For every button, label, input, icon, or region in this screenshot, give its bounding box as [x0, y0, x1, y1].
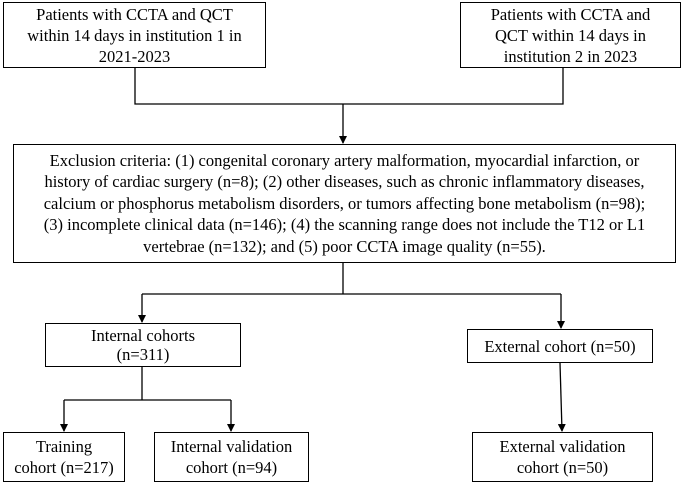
external-validation-line-2: cohort (n=50) — [516, 458, 609, 477]
internal-validation-line-2: cohort (n=94) — [185, 458, 278, 477]
inst1-line-2: within 14 days in institution 1 in — [27, 25, 242, 45]
internal-validation-box: Internal validation cohort (n=94) — [154, 432, 309, 482]
inst1-line-1: Patients with CCTA and QCT — [36, 4, 233, 24]
arrow-to-external-validation — [557, 362, 566, 432]
inst2-line-3: institution 2 in 2023 — [503, 46, 638, 66]
internal-validation-line-1: Internal validation — [170, 437, 293, 456]
internal-line-2: (n=311) — [116, 345, 170, 364]
exclusion-criteria-box: Exclusion criteria: (1) congenital coron… — [13, 144, 676, 263]
internal-line-1: Internal cohorts — [90, 326, 195, 345]
exclusion-line-2: history of cardiac surgery (n=8); (2) ot… — [44, 172, 645, 192]
exclusion-line-1: Exclusion criteria: (1) congenital coron… — [49, 150, 640, 170]
inst2-line-2: QCT within 14 days in — [495, 25, 646, 45]
training-line-1: Training — [35, 437, 93, 456]
external-validation-line-1: External validation — [499, 437, 626, 456]
external-line-1: External cohort (n=50) — [484, 336, 636, 356]
training-line-2: cohort (n=217) — [14, 458, 114, 477]
training-cohort-box: Training cohort (n=217) — [3, 432, 125, 482]
external-validation-box: External validation cohort (n=50) — [472, 432, 653, 482]
inst2-line-1: Patients with CCTA and — [490, 4, 651, 24]
exclusion-line-4: (3) incomplete clinical data (n=146); (4… — [43, 215, 646, 235]
inst1-line-3: 2021-2023 — [98, 46, 171, 66]
merge-line-top — [134, 68, 564, 105]
institution-1-box: Patients with CCTA and QCT within 14 day… — [3, 2, 266, 68]
exclusion-line-3: calcium or phosphorus metabolism disorde… — [43, 193, 646, 213]
internal-cohorts-box: Internal cohorts (n=311) — [45, 323, 241, 367]
exclusion-line-5: vertebrae (n=132); and (5) poor CCTA ima… — [143, 236, 546, 256]
external-cohort-box: External cohort (n=50) — [467, 329, 653, 363]
institution-2-box: Patients with CCTA and QCT within 14 day… — [460, 2, 681, 68]
